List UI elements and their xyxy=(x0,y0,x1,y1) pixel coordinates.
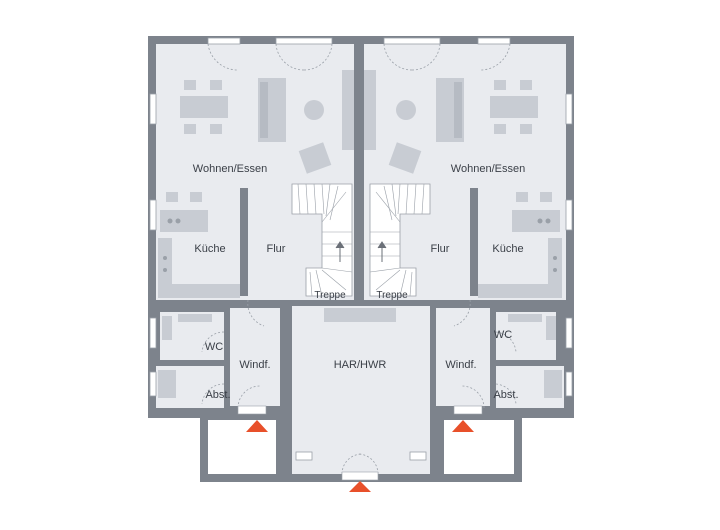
windows-side xyxy=(149,93,573,461)
fixtures xyxy=(158,314,562,398)
windows-top xyxy=(207,37,511,45)
label-windf-left: Windf. xyxy=(239,359,270,371)
interior-walls xyxy=(152,36,570,480)
label-wohnen-right: Wohnen/Essen xyxy=(451,163,525,175)
label-wc-left: WC xyxy=(205,341,223,353)
label-windf-right: Windf. xyxy=(445,359,476,371)
furniture-right xyxy=(364,70,562,298)
label-wc-right: WC xyxy=(494,329,512,341)
label-abst-right: Abst. xyxy=(493,389,518,401)
entry-marker-left-icon xyxy=(246,420,268,432)
label-kueche-right: Küche xyxy=(492,243,523,255)
entry-marker-center-icon xyxy=(349,481,371,492)
label-kueche-left: Küche xyxy=(194,243,225,255)
entry-marker-right-icon xyxy=(452,420,474,432)
porch-right xyxy=(442,420,514,476)
label-abst-left: Abst. xyxy=(205,389,230,401)
label-flur-left: Flur xyxy=(267,243,286,255)
furniture-left xyxy=(158,70,354,298)
porch-left xyxy=(208,420,278,476)
stair-right xyxy=(369,183,431,297)
stair-left xyxy=(291,183,353,297)
label-treppe-left: Treppe xyxy=(314,290,346,301)
label-wohnen-left: Wohnen/Essen xyxy=(193,163,267,175)
hwr-counter xyxy=(324,308,396,322)
label-flur-right: Flur xyxy=(431,243,450,255)
label-har-hwr: HAR/HWR xyxy=(334,359,387,371)
door-openings xyxy=(237,405,483,481)
label-treppe-right: Treppe xyxy=(376,290,408,301)
